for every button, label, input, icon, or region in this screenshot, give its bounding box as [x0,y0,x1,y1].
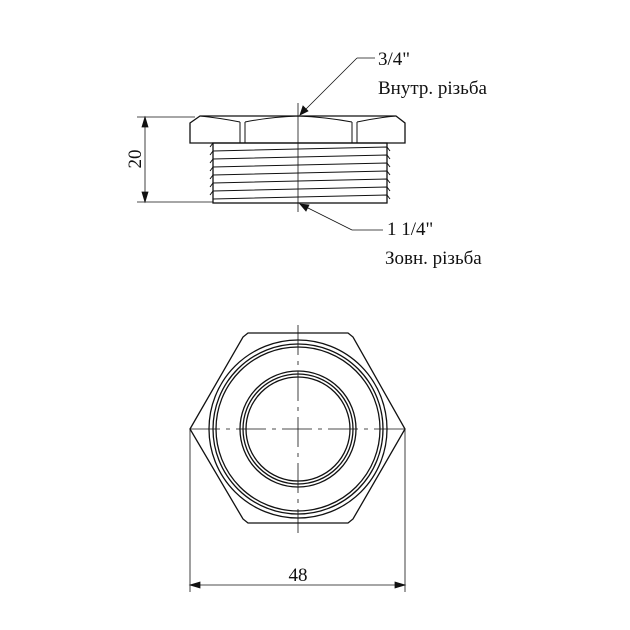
inner-thread-size: 3/4" [378,49,410,70]
side-view [189,103,406,212]
thread-body [212,142,388,204]
outer-thread-label: Зовн. різьба [385,248,482,269]
hexagon-outline [189,332,406,524]
outer-thread-size: 1 1/4" [387,219,433,240]
thread-lines [209,142,391,200]
height-dimension-label: 20 [125,150,146,169]
leader-lines [299,57,383,231]
width-dimension [188,429,407,592]
hex-head [189,115,406,144]
inner-thread-label: Внутр. різьба [378,78,487,99]
width-dimension-label: 48 [289,565,308,586]
top-view [189,325,406,533]
height-dimension [137,115,213,204]
